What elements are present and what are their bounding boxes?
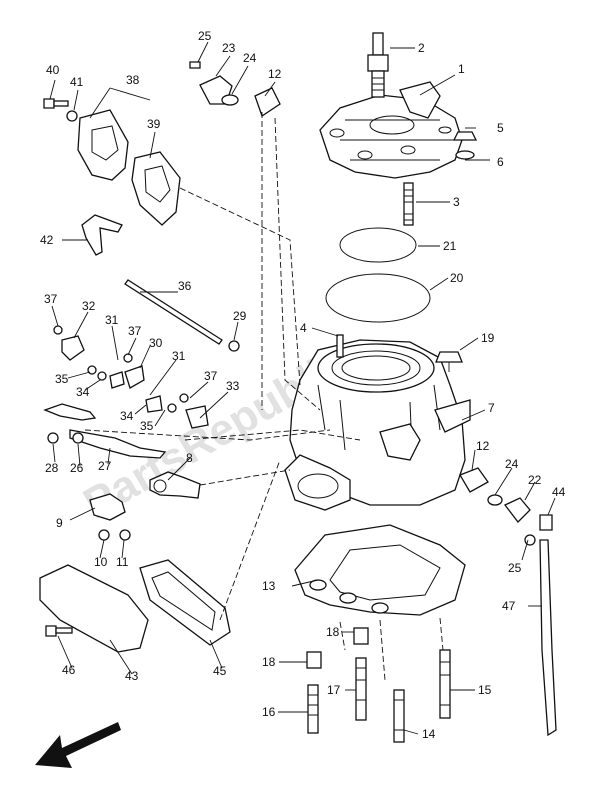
callout-7: 7 — [488, 401, 495, 415]
callout-10: 10 — [94, 555, 108, 569]
leader-lines — [49, 41, 556, 735]
callout-18-left: 18 — [262, 655, 276, 669]
base-gasket — [294, 524, 466, 616]
o-ring-large — [325, 273, 431, 323]
lower-cover-bolt — [45, 625, 73, 637]
callout-12-top: 12 — [268, 67, 282, 81]
valve-cover-gasket — [131, 151, 181, 226]
base-studs — [306, 627, 451, 743]
cylinder-block — [284, 339, 471, 511]
callout-22: 22 — [528, 473, 542, 487]
callout-44: 44 — [552, 485, 566, 499]
callout-labels: 1 2 3 4 5 6 7 8 9 10 11 12 12 13 14 15 1… — [40, 29, 566, 741]
callout-1: 1 — [458, 62, 465, 76]
callout-17: 17 — [327, 683, 341, 697]
callout-25-right: 25 — [508, 561, 522, 575]
callout-18-right: 18 — [326, 625, 340, 639]
callout-6: 6 — [497, 155, 504, 169]
callout-11: 11 — [116, 555, 129, 569]
callout-13: 13 — [262, 579, 276, 593]
callout-34-left: 34 — [76, 385, 90, 399]
cylinder-head — [319, 81, 463, 179]
callout-14: 14 — [422, 727, 436, 741]
callout-33: 33 — [226, 379, 240, 393]
callout-41: 41 — [70, 75, 84, 89]
callout-12-right: 12 — [476, 439, 490, 453]
callout-34-right: 34 — [120, 409, 134, 423]
callout-21: 21 — [443, 239, 457, 253]
callout-35-right: 35 — [140, 419, 154, 433]
spark-plug — [367, 32, 389, 98]
callout-36: 36 — [178, 279, 192, 293]
callout-28: 28 — [45, 461, 59, 475]
callout-25-top: 25 — [198, 29, 212, 43]
callout-30: 30 — [149, 336, 163, 350]
top-valve-fitting — [189, 61, 281, 118]
callout-16: 16 — [262, 705, 276, 719]
callout-43: 43 — [125, 669, 139, 683]
callout-37-left: 37 — [44, 292, 58, 306]
assembly-lines — [84, 112, 444, 681]
callout-9: 9 — [56, 516, 63, 530]
callout-24-right: 24 — [505, 457, 519, 471]
callout-31-top: 31 — [105, 313, 119, 327]
callout-31-mid: 31 — [172, 349, 186, 363]
callout-39: 39 — [147, 117, 161, 131]
valve-shaft — [124, 279, 240, 352]
lower-cover-gasket — [139, 559, 231, 646]
callout-45: 45 — [213, 664, 227, 678]
o-ring-small — [339, 227, 417, 263]
cover-bolt — [43, 98, 78, 122]
callout-26: 26 — [70, 461, 84, 475]
callout-47: 47 — [502, 599, 516, 613]
valve-cover-plate — [77, 109, 129, 181]
cylinder-nut — [435, 351, 463, 372]
valve-lever — [43, 403, 167, 459]
callout-15: 15 — [478, 683, 492, 697]
callout-19: 19 — [481, 331, 495, 345]
callout-24-top: 24 — [243, 51, 257, 65]
callout-46: 46 — [62, 663, 76, 677]
callout-20: 20 — [450, 271, 464, 285]
callout-35-left: 35 — [55, 372, 69, 386]
right-valve-fitting — [459, 467, 553, 546]
callout-2: 2 — [418, 41, 425, 55]
stud-bolt — [403, 182, 414, 226]
callout-8: 8 — [186, 451, 193, 465]
breather-hose — [539, 539, 557, 737]
callout-37-mid: 37 — [128, 324, 142, 338]
callout-5: 5 — [497, 121, 504, 135]
callout-32: 32 — [82, 299, 96, 313]
callout-37-right: 37 — [204, 369, 218, 383]
direction-arrow — [35, 722, 121, 768]
callout-4: 4 — [300, 321, 307, 335]
callout-3: 3 — [453, 195, 460, 209]
callout-29: 29 — [233, 309, 247, 323]
callout-38: 38 — [126, 73, 140, 87]
callout-42: 42 — [40, 233, 54, 247]
callout-40: 40 — [46, 63, 60, 77]
cover-bracket — [81, 214, 123, 256]
callout-27: 27 — [98, 459, 112, 473]
lower-cover — [39, 564, 149, 653]
head-nut — [452, 131, 478, 160]
callout-23: 23 — [222, 41, 236, 55]
dowel-pin — [336, 334, 344, 358]
